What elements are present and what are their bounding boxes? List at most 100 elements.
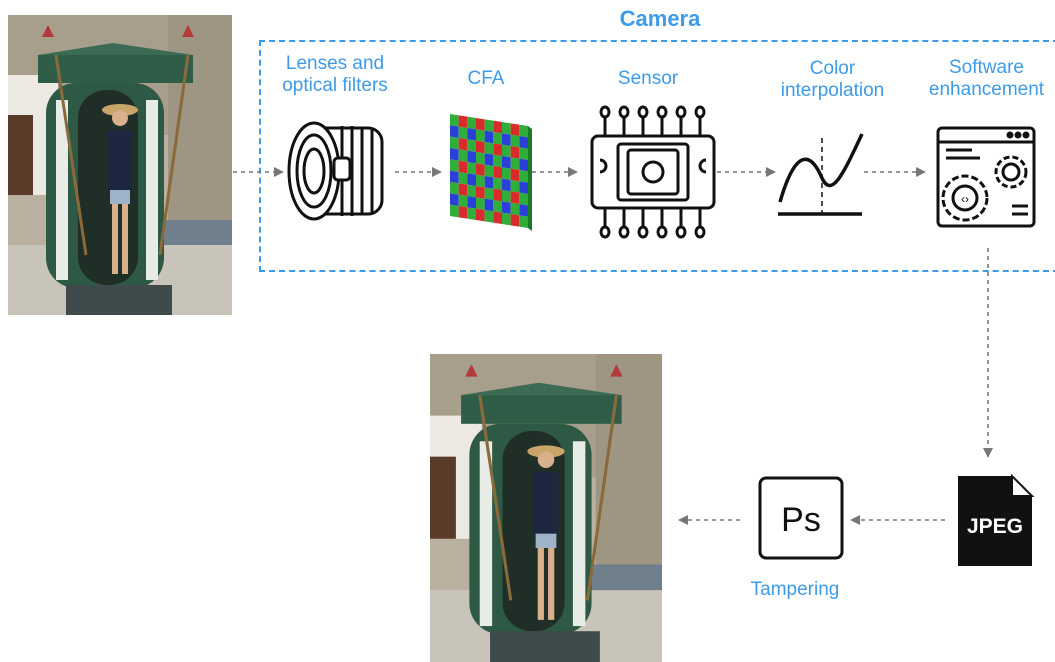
- cfa-cell: [484, 164, 494, 178]
- stage-label-lenses: Lenses and optical filters: [282, 53, 388, 96]
- camera-lens-icon: [287, 121, 384, 221]
- cfa-cell: [502, 144, 511, 158]
- stage-label-software: Software enhancement: [928, 57, 1045, 100]
- sensor-pin-head: [637, 225, 649, 239]
- cfa-cell: [510, 168, 520, 182]
- sensor-pin-head: [656, 105, 668, 119]
- cfa-cell: [493, 120, 502, 134]
- cfa-cell: [458, 149, 468, 162]
- cfa-cell: [484, 130, 494, 144]
- cfa-cell: [476, 174, 485, 188]
- cfa-cell: [467, 139, 476, 152]
- cfa-cell: [502, 178, 511, 192]
- cfa-cell: [476, 118, 485, 131]
- cfa-cell: [467, 162, 476, 175]
- cfa-cell: [519, 215, 528, 228]
- cfa-cell: [467, 207, 476, 220]
- cfa-cell: [493, 132, 502, 145]
- cfa-cell: [493, 177, 502, 190]
- sensor-pin-head: [618, 105, 630, 119]
- svg-text:‹›: ‹›: [961, 192, 969, 206]
- stage-label-cfa: CFA: [467, 68, 505, 89]
- cfa-cell: [519, 136, 528, 149]
- cfa-cell: [519, 181, 528, 194]
- color-filter-array-icon: [450, 114, 532, 231]
- jpeg-text: JPEG: [967, 515, 1023, 538]
- sensor-pin-head: [694, 105, 706, 119]
- cfa-cell: [510, 123, 520, 136]
- cfa-cell: [510, 146, 520, 159]
- ps-text: Ps: [781, 501, 821, 539]
- cfa-cell: [450, 193, 459, 206]
- sensor-pin-head: [675, 225, 687, 239]
- cfa-cell: [476, 140, 485, 154]
- cfa-cell: [519, 170, 528, 183]
- camera-title: Camera: [619, 6, 701, 31]
- original-photo: [8, 15, 232, 315]
- cfa-cell: [510, 134, 520, 148]
- cfa-cell: [519, 147, 528, 160]
- cfa-cell: [476, 197, 485, 210]
- cfa-cell: [502, 167, 511, 180]
- sensor-pin-head: [618, 225, 630, 239]
- cfa-cell: [510, 157, 520, 170]
- cfa-cell: [450, 182, 459, 195]
- cfa-cell: [484, 153, 494, 166]
- cfa-cell: [450, 136, 459, 150]
- cfa-cell: [493, 143, 502, 156]
- jpeg-file-icon: JPEG: [958, 473, 1035, 566]
- cfa-edge: [528, 126, 532, 231]
- cfa-cell: [458, 115, 468, 128]
- sensor-pin-head: [675, 105, 687, 119]
- cfa-cell: [458, 206, 468, 219]
- sensor-pin-head: [637, 105, 649, 119]
- sensor-pin-head: [656, 225, 668, 239]
- cfa-cell: [502, 156, 511, 169]
- cfa-cell: [484, 198, 494, 212]
- cfa-cell: [467, 196, 476, 209]
- photoshop-icon: Ps: [758, 476, 844, 560]
- cfa-cell: [476, 129, 485, 142]
- cfa-cell: [484, 142, 494, 155]
- cfa-cell: [502, 133, 511, 146]
- sensor-pin-head: [694, 225, 706, 239]
- cfa-cell: [493, 166, 502, 179]
- sentry-box-photo: [430, 354, 662, 662]
- cfa-cell: [502, 122, 511, 135]
- cfa-cell: [510, 202, 520, 216]
- cfa-cell: [458, 172, 468, 185]
- cfa-cell: [519, 124, 528, 138]
- cfa-cell: [450, 114, 459, 127]
- cfa-cell: [450, 204, 459, 218]
- cfa-cell: [467, 173, 476, 186]
- flow-arrows: [233, 167, 993, 525]
- cfa-cell: [493, 154, 502, 168]
- cfa-cell: [519, 192, 528, 206]
- cfa-cell: [458, 183, 468, 196]
- sensor-pin-head: [599, 225, 611, 239]
- cfa-cell: [493, 211, 502, 224]
- image-sensor-chip-icon: [590, 105, 716, 239]
- cfa-cell: [467, 184, 476, 198]
- cfa-cell: [467, 150, 476, 164]
- cfa-cell: [519, 204, 528, 217]
- cfa-cell: [476, 163, 485, 176]
- camera-boundary: [259, 40, 1055, 272]
- cfa-cell: [502, 212, 511, 226]
- cfa-cell: [458, 160, 468, 174]
- tampering-label: Tampering: [750, 579, 840, 600]
- cfa-cell: [502, 190, 511, 203]
- stage-label-color-interpolation: Color interpolation: [780, 58, 885, 101]
- cfa-cell: [458, 126, 468, 140]
- sensor-pin-head: [599, 105, 611, 119]
- cfa-cell: [510, 180, 520, 193]
- sentry-box-photo: [8, 15, 232, 315]
- cfa-cell: [519, 158, 528, 172]
- cfa-cell: [484, 176, 494, 189]
- cfa-cell: [502, 201, 511, 214]
- cfa-cell: [450, 159, 459, 172]
- cfa-cell: [450, 148, 459, 161]
- cfa-cell: [450, 125, 459, 138]
- software-gears-icon: ‹›: [936, 126, 1036, 228]
